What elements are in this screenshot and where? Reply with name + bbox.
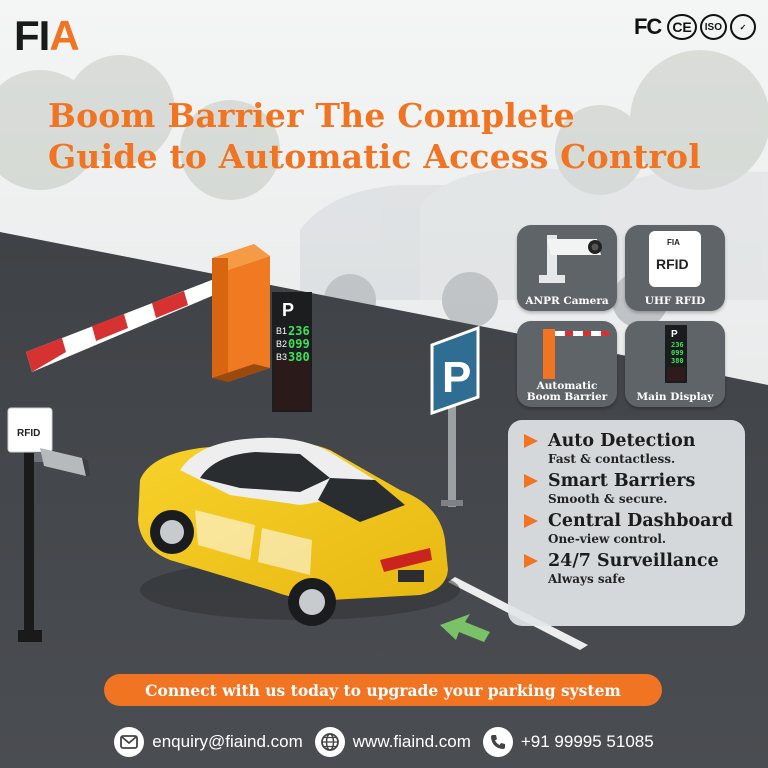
iso-mark-icon: ISO bbox=[699, 14, 727, 40]
boom-arm bbox=[26, 276, 226, 372]
contact-phone[interactable]: +91 99995 51085 bbox=[482, 727, 654, 757]
anpr-camera-icon bbox=[539, 235, 602, 283]
arrow-right-icon bbox=[524, 474, 538, 488]
yellow-car bbox=[138, 437, 460, 626]
svg-text:B3: B3 bbox=[276, 352, 287, 362]
svg-text:P: P bbox=[671, 329, 678, 340]
fc-mark-icon: FC bbox=[633, 14, 662, 39]
mail-icon bbox=[114, 727, 145, 757]
parking-sign: P bbox=[430, 325, 480, 507]
svg-text:P: P bbox=[442, 353, 471, 402]
phone-link[interactable]: +91 99995 51085 bbox=[520, 732, 654, 751]
svg-text:RFID: RFID bbox=[656, 256, 689, 272]
display-header: P bbox=[282, 300, 294, 320]
arrow-right-icon bbox=[524, 434, 538, 448]
page-title: Boom Barrier The Complete Guide to Autom… bbox=[48, 96, 702, 176]
contact-email[interactable]: enquiry@fiaind.com bbox=[114, 727, 303, 757]
feature-item: Central Dashboard One-view control. bbox=[522, 510, 737, 547]
feature-item: 24/7 Surveillance Always safe bbox=[522, 550, 737, 587]
rfid-post: RFID bbox=[7, 407, 90, 642]
feature-item: Auto Detection Fast & contactless. bbox=[522, 430, 737, 467]
email-link[interactable]: enquiry@fiaind.com bbox=[152, 732, 303, 751]
website-link[interactable]: www.fiaind.com bbox=[352, 732, 471, 751]
svg-text:380: 380 bbox=[671, 357, 684, 365]
product-card-uhf-rfid: FIA RFID UHF RFID bbox=[625, 225, 725, 311]
svg-text:236: 236 bbox=[671, 341, 684, 349]
svg-text:B2: B2 bbox=[276, 339, 287, 349]
contact-bar: enquiry@fiaind.com www.fiaind.com +91 99… bbox=[0, 722, 768, 762]
svg-text:099: 099 bbox=[288, 337, 310, 351]
display-pillar: P B1 236 B2 099 B3 380 bbox=[272, 292, 312, 412]
boom-barrier-icon bbox=[543, 329, 609, 379]
feature-item: Smart Barriers Smooth & secure. bbox=[522, 470, 737, 507]
rohs-mark-icon: ✓ bbox=[730, 14, 756, 40]
rfid-reader-icon: FIA RFID bbox=[649, 231, 701, 287]
svg-text:099: 099 bbox=[671, 349, 684, 357]
globe-icon bbox=[314, 727, 345, 757]
arrow-right-icon bbox=[524, 554, 538, 568]
features-panel: Auto Detection Fast & contactless. Smart… bbox=[508, 420, 745, 626]
contact-website[interactable]: www.fiaind.com bbox=[314, 727, 471, 757]
barrier-cabinet bbox=[212, 244, 270, 382]
certifications: FC CE ISO ✓ bbox=[631, 14, 756, 40]
arrow-right-icon bbox=[524, 514, 538, 528]
svg-text:FIA: FIA bbox=[667, 238, 680, 247]
main-display-icon: P 236 099 380 bbox=[665, 325, 687, 383]
product-card-main-display: P 236 099 380 Main Display bbox=[625, 321, 725, 407]
svg-text:RFID: RFID bbox=[17, 428, 40, 439]
cta-banner[interactable]: Connect with us today to upgrade your pa… bbox=[104, 674, 662, 706]
ce-mark-icon: CE bbox=[667, 14, 697, 40]
svg-text:B1: B1 bbox=[276, 326, 287, 336]
product-card-anpr-camera: ANPR Camera bbox=[517, 225, 617, 311]
svg-text:236: 236 bbox=[288, 324, 310, 338]
phone-icon bbox=[482, 727, 513, 757]
fia-logo: FIA bbox=[14, 12, 80, 59]
svg-text:380: 380 bbox=[288, 350, 310, 364]
